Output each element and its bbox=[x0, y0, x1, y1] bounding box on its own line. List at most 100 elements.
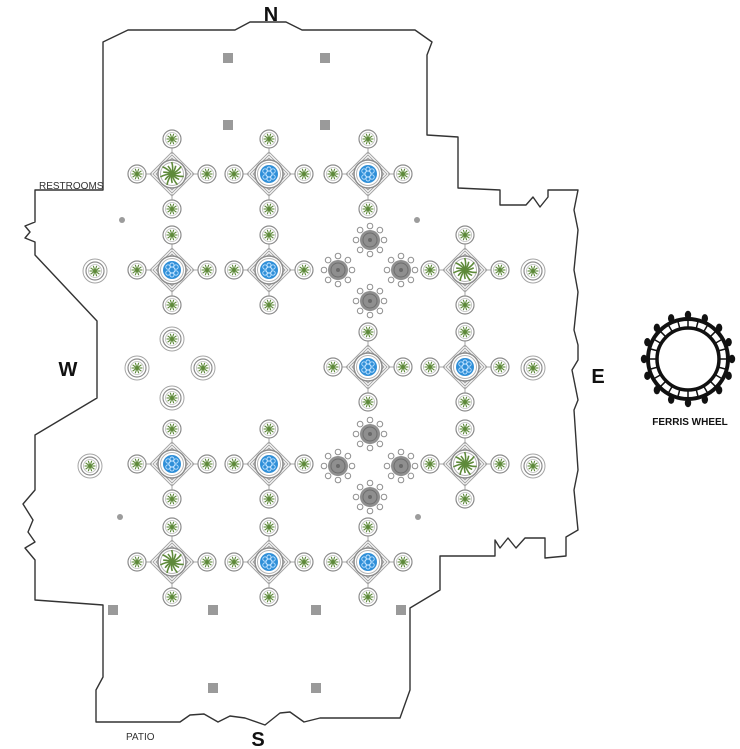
plant-icon bbox=[127, 260, 147, 280]
plant-icon bbox=[259, 199, 279, 219]
pillar bbox=[208, 605, 218, 615]
umbrella-table bbox=[320, 448, 356, 484]
plant-icon bbox=[224, 454, 244, 474]
plant-icon bbox=[294, 552, 314, 572]
plant-icon bbox=[162, 419, 182, 439]
plant-icon bbox=[162, 489, 182, 509]
fountain-icon bbox=[359, 165, 377, 183]
plant-icon bbox=[197, 164, 217, 184]
fountain-icon bbox=[359, 358, 377, 376]
plant-icon bbox=[294, 260, 314, 280]
gondola bbox=[725, 371, 732, 381]
plant-icon bbox=[197, 260, 217, 280]
plant-icon bbox=[490, 454, 510, 474]
plant-icon bbox=[455, 322, 475, 342]
plant-icon bbox=[197, 552, 217, 572]
gondola bbox=[640, 354, 648, 364]
plant-icon bbox=[490, 260, 510, 280]
compass-south: S bbox=[251, 729, 264, 749]
umbrella-table bbox=[383, 448, 419, 484]
gondola bbox=[667, 395, 675, 404]
plant-icon bbox=[323, 357, 343, 377]
plant-icon bbox=[224, 164, 244, 184]
plant-icon bbox=[420, 260, 440, 280]
restrooms-label: RESTROOMS bbox=[39, 181, 104, 192]
palm-icon bbox=[452, 451, 477, 476]
pillar bbox=[320, 120, 330, 130]
plant-ring bbox=[159, 385, 185, 411]
plant-icon bbox=[162, 199, 182, 219]
plant-icon bbox=[259, 419, 279, 439]
plant-icon bbox=[127, 454, 147, 474]
umbrella-table bbox=[352, 283, 388, 319]
plant-ring bbox=[77, 453, 103, 479]
plant-ring bbox=[520, 453, 546, 479]
plant-icon bbox=[455, 419, 475, 439]
plant-icon bbox=[162, 129, 182, 149]
plant-icon bbox=[420, 357, 440, 377]
plant-icon bbox=[259, 489, 279, 509]
plant-icon bbox=[259, 129, 279, 149]
umbrella-table bbox=[352, 479, 388, 515]
fountain-icon bbox=[456, 358, 474, 376]
patio-label: PATIO bbox=[126, 732, 155, 743]
plant-icon bbox=[393, 164, 413, 184]
gondola bbox=[644, 337, 651, 347]
palm-icon bbox=[159, 549, 184, 574]
gondola bbox=[684, 398, 692, 408]
pillar bbox=[223, 120, 233, 130]
gondola bbox=[644, 371, 651, 381]
pillar bbox=[223, 53, 233, 63]
gondola bbox=[715, 323, 723, 333]
fountain-icon bbox=[260, 553, 278, 571]
plant-icon bbox=[162, 225, 182, 245]
gondola bbox=[653, 385, 661, 395]
light-post bbox=[415, 514, 421, 520]
umbrella-table bbox=[383, 252, 419, 288]
palm-icon bbox=[159, 161, 184, 186]
light-post bbox=[117, 514, 123, 520]
fountain-planter bbox=[224, 225, 314, 315]
pillar bbox=[311, 683, 321, 693]
plant-icon bbox=[490, 357, 510, 377]
fountain-icon bbox=[163, 455, 181, 473]
plant-icon bbox=[393, 552, 413, 572]
plant-icon bbox=[259, 517, 279, 537]
plant-icon bbox=[358, 322, 378, 342]
umbrella-table bbox=[352, 416, 388, 452]
compass-west: W bbox=[59, 359, 78, 381]
plant-icon bbox=[197, 454, 217, 474]
compass-north: N bbox=[264, 4, 278, 26]
gondola bbox=[667, 314, 675, 323]
plant-icon bbox=[455, 489, 475, 509]
gondola bbox=[653, 323, 661, 333]
plant-icon bbox=[358, 392, 378, 412]
fountain-icon bbox=[260, 261, 278, 279]
plant-ring bbox=[190, 355, 216, 381]
fountain-icon bbox=[163, 261, 181, 279]
palm-planter bbox=[127, 129, 217, 219]
palm-icon bbox=[452, 257, 477, 282]
plant-icon bbox=[259, 225, 279, 245]
gondola bbox=[684, 310, 692, 320]
gondola bbox=[715, 385, 723, 395]
plant-icon bbox=[455, 392, 475, 412]
plant-icon bbox=[259, 295, 279, 315]
plant-icon bbox=[358, 129, 378, 149]
plant-icon bbox=[455, 295, 475, 315]
fountain-planter bbox=[323, 517, 413, 607]
plant-ring bbox=[159, 326, 185, 352]
fountain-planter bbox=[127, 225, 217, 315]
umbrella-table bbox=[320, 252, 356, 288]
plant-icon bbox=[323, 552, 343, 572]
plant-icon bbox=[162, 295, 182, 315]
fountain-planter bbox=[323, 322, 413, 412]
plant-icon bbox=[358, 587, 378, 607]
fountain-icon bbox=[260, 455, 278, 473]
palm-planter bbox=[420, 225, 510, 315]
plant-icon bbox=[294, 164, 314, 184]
plant-ring bbox=[82, 258, 108, 284]
plant-ring bbox=[520, 355, 546, 381]
fountain-planter bbox=[323, 129, 413, 219]
